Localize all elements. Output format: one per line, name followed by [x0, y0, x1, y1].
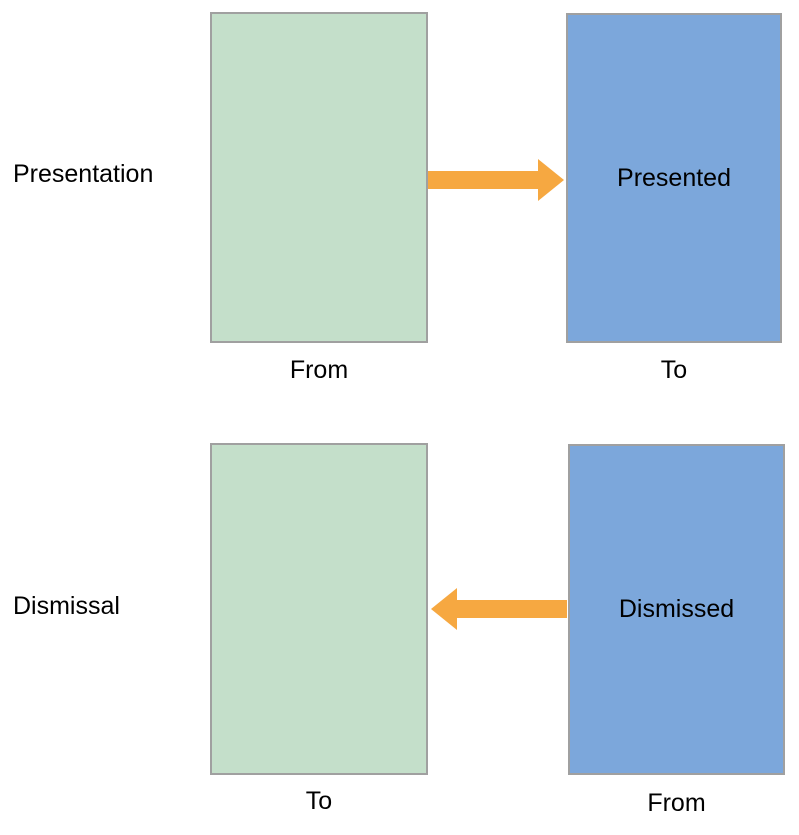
presentation-row-label: Presentation	[13, 160, 154, 188]
arrow-left-shaft	[457, 600, 567, 618]
arrow-right-shaft	[428, 171, 538, 189]
dismissal-to-caption: To	[305, 787, 333, 815]
presentation-from-caption: From	[289, 356, 349, 384]
dismissal-from-box-text: Dismissed	[618, 595, 735, 623]
presentation-to-caption: To	[660, 356, 688, 384]
arrow-right-head	[538, 159, 564, 201]
presentation-to-box: Presented	[566, 13, 782, 343]
arrow-left-head	[431, 588, 457, 630]
arrow-left-icon	[431, 588, 567, 630]
dismissal-to-box	[210, 443, 428, 775]
presentation-to-box-text: Presented	[617, 163, 731, 192]
dismissal-from-caption: From	[647, 789, 706, 817]
presentation-from-box	[210, 12, 428, 343]
dismissal-row-label: Dismissal	[13, 592, 120, 620]
dismissal-from-box: Dismissed	[568, 444, 785, 775]
arrow-right-icon	[428, 159, 564, 201]
